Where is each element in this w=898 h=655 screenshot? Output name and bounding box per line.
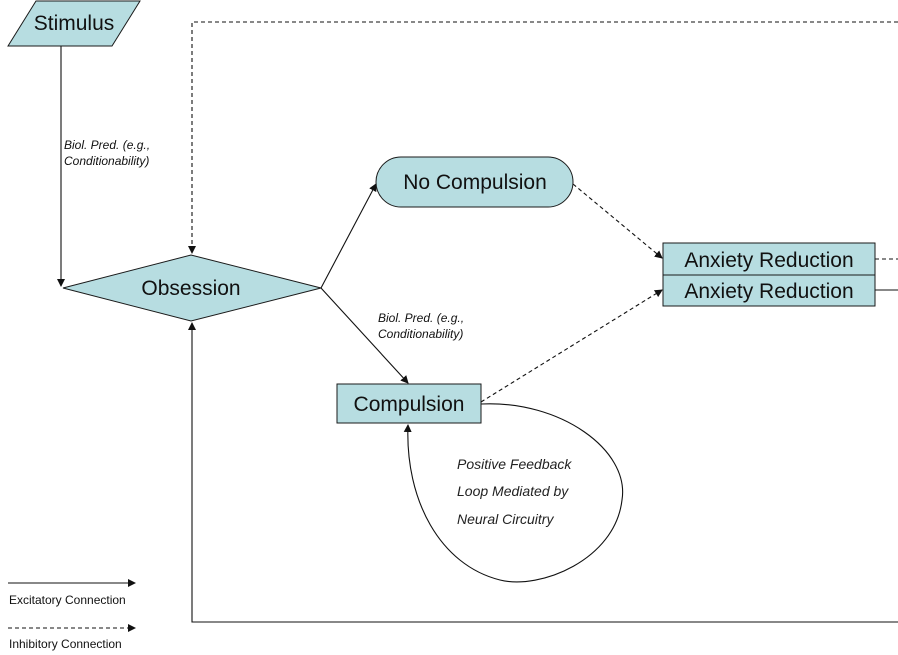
compulsion-label: Compulsion: [354, 393, 465, 416]
edge-compulsion-anxiety: [480, 289, 663, 403]
node-stimulus: Stimulus: [7, 0, 141, 47]
node-anxiety-reduction-2: Anxiety Reduction: [662, 274, 876, 307]
node-no-compulsion: No Compulsion: [375, 156, 574, 208]
node-obsession: Obsession: [62, 254, 322, 322]
legend-inhibitory-label: Inhibitory Connection: [9, 637, 122, 651]
loop-label-line: Neural Circuitry: [457, 511, 554, 527]
legend-excitatory-label: Excitatory Connection: [9, 593, 126, 607]
edge-label-line: Biol. Pred. (e.g.,: [378, 311, 464, 325]
anxiety-reduction-1-label: Anxiety Reduction: [684, 249, 853, 272]
no-compulsion-label: No Compulsion: [403, 171, 547, 194]
loop-label-line: Positive Feedback: [457, 456, 572, 472]
edge-inhibitory-feedback-top: [188, 21, 898, 254]
obsession-label: Obsession: [141, 277, 240, 300]
edge-label-line: Conditionability): [378, 327, 463, 341]
edge-nocompulsion-anxiety: [572, 183, 663, 259]
edge-obsession-compulsion: [320, 287, 409, 384]
edge-obsession-nocompulsion: [320, 183, 377, 289]
anxiety-reduction-2-label: Anxiety Reduction: [684, 280, 853, 303]
node-anxiety-reduction-1: Anxiety Reduction: [662, 242, 876, 276]
legend: Excitatory Connection Inhibitory Connect…: [8, 579, 136, 651]
edge-label-line: Biol. Pred. (e.g.,: [64, 138, 150, 152]
loop-label-line: Loop Mediated by: [457, 483, 569, 499]
edge-feedback-loop: [403, 403, 624, 583]
edge-label-line: Conditionability): [64, 154, 149, 168]
stimulus-label: Stimulus: [34, 12, 115, 35]
edge-excitatory-feedback-bottom: [188, 322, 898, 623]
node-compulsion: Compulsion: [336, 383, 482, 424]
